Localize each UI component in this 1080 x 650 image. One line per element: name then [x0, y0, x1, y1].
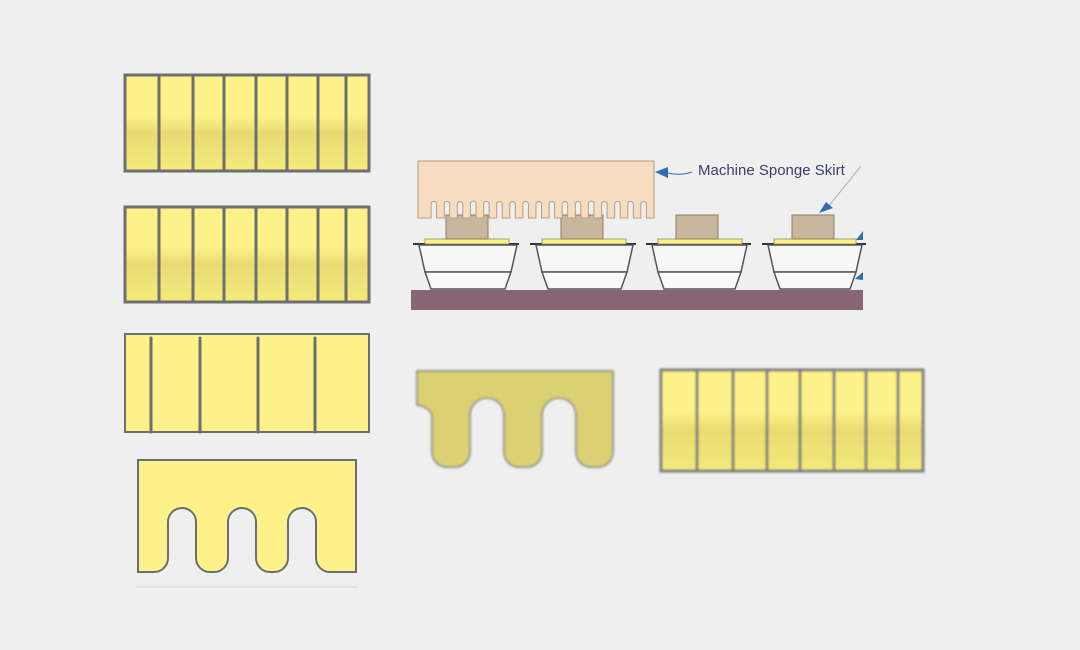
machine-sponge-skirt — [417, 160, 655, 219]
fork-sponge-blurred — [416, 370, 614, 468]
sponge-machine-assembly: Machine Sponge Skirt — [411, 160, 866, 310]
slotted-sponge-panel-1 — [123, 73, 371, 173]
machine-base-plate — [411, 290, 863, 310]
fork-sponge-panel — [136, 459, 358, 588]
leader-arrow-icon — [819, 165, 862, 213]
cropped-arrow-icon — [855, 272, 863, 280]
callout-label: Machine Sponge Skirt — [698, 162, 846, 179]
machine-cup-2 — [530, 214, 636, 290]
slotted-sponge-panel-3 — [124, 333, 370, 434]
slotted-sponge-blurred — [659, 368, 925, 473]
machine-cup-4 — [762, 214, 866, 290]
machine-cup-1 — [413, 214, 519, 290]
callout-arrow-icon — [655, 167, 693, 178]
cropped-arrow-icon — [856, 231, 863, 240]
slotted-sponge-panel-2 — [123, 205, 371, 304]
machine-cup-3 — [646, 214, 751, 290]
